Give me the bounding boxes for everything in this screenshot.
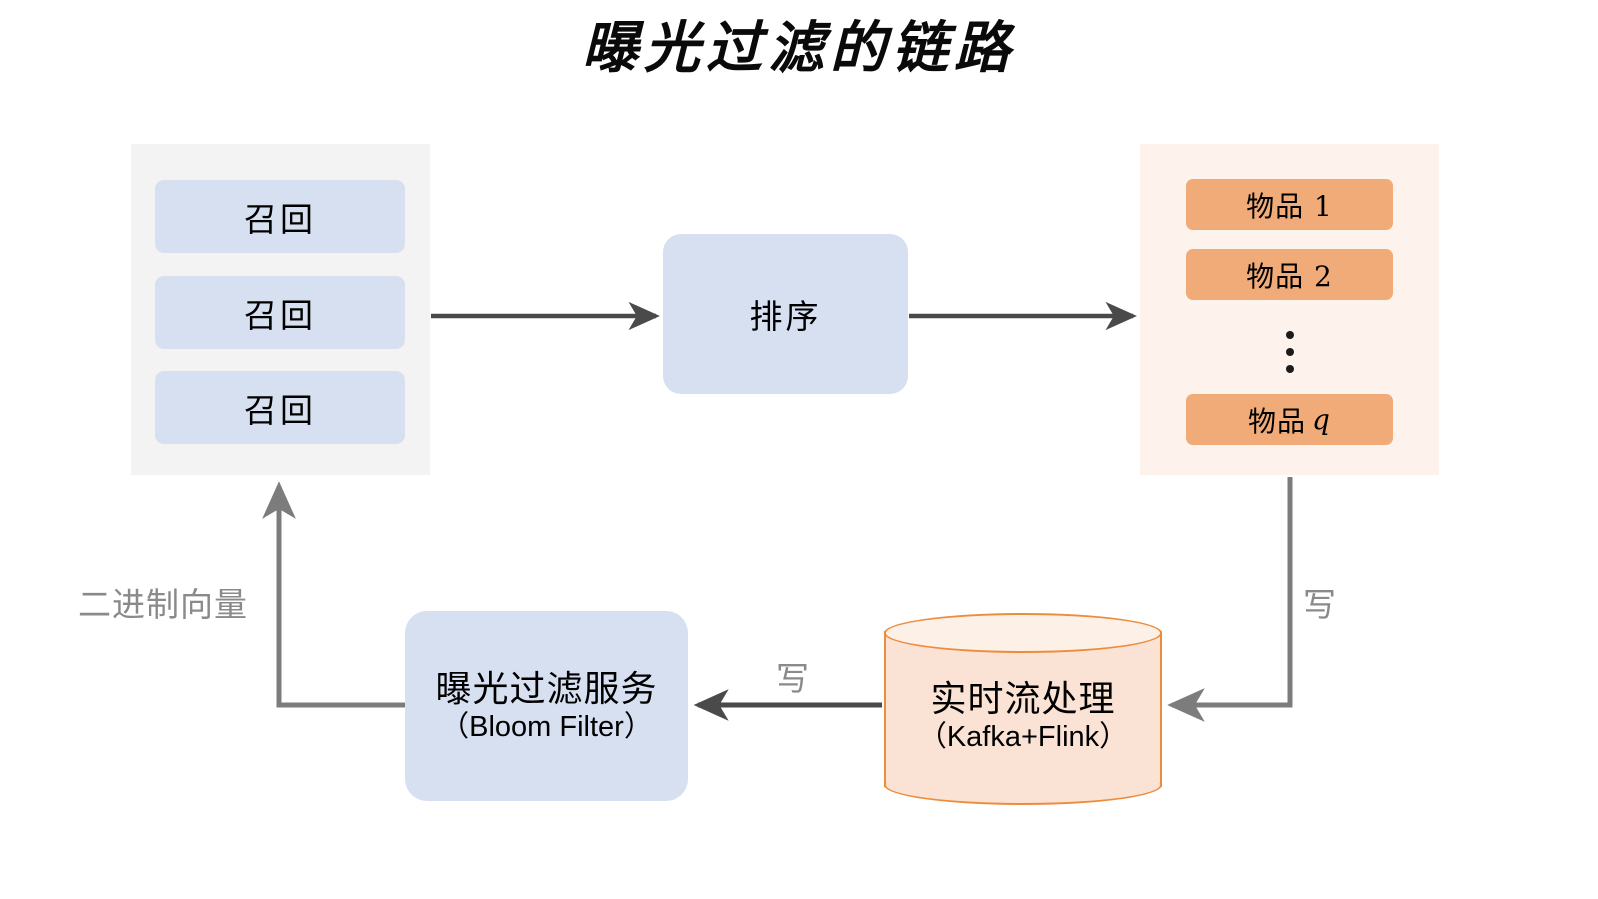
bloom-filter-subtitle: （Bloom Filter） bbox=[440, 710, 653, 743]
ellipsis-dot bbox=[1285, 348, 1294, 356]
cylinder-body bbox=[884, 631, 1162, 787]
edge-label-write-items-to-stream: 写 bbox=[1303, 586, 1336, 623]
recall-box-1[interactable]: 召回 bbox=[155, 180, 405, 253]
stream-title: 实时流处理 bbox=[930, 677, 1116, 719]
edge-label-write-stream-to-bloom: 写 bbox=[776, 660, 809, 697]
bloom-filter-service-node[interactable]: 曝光过滤服务 （Bloom Filter） bbox=[405, 611, 688, 801]
cylinder-label: 实时流处理 （Kafka+Flink） bbox=[884, 661, 1162, 771]
ranking-node[interactable]: 排序 bbox=[663, 234, 908, 394]
stream-subtitle: （Kafka+Flink） bbox=[917, 720, 1129, 753]
ellipsis-dot bbox=[1285, 331, 1294, 339]
vertical-ellipsis-icon bbox=[1186, 322, 1393, 382]
recall-box-3-label: 召回 bbox=[244, 391, 316, 429]
ellipsis-dot bbox=[1285, 365, 1294, 373]
recall-box-3[interactable]: 召回 bbox=[155, 371, 405, 444]
item-box-q-prefix: 物品 bbox=[1248, 404, 1307, 438]
arrow-bloom-to-recall bbox=[262, 481, 405, 708]
cylinder-top-ellipse bbox=[884, 613, 1162, 653]
bloom-filter-title: 曝光过滤服务 bbox=[435, 667, 658, 709]
arrow-items-to-stream bbox=[1167, 477, 1293, 722]
ranking-node-label: 排序 bbox=[749, 298, 822, 335]
page-title: 曝光过滤的链路 bbox=[582, 15, 1016, 81]
recall-box-2-label: 召回 bbox=[244, 296, 316, 334]
recall-box-2[interactable]: 召回 bbox=[155, 276, 405, 349]
recall-box-1-label: 召回 bbox=[244, 200, 316, 238]
item-box-q-index: q bbox=[1312, 403, 1331, 436]
item-box-2[interactable]: 物品 2 bbox=[1186, 249, 1393, 300]
edge-label-binary-vector: 二进制向量 bbox=[78, 586, 248, 623]
item-box-2-label: 物品 2 bbox=[1246, 259, 1333, 293]
stream-processing-cylinder[interactable]: 实时流处理 （Kafka+Flink） bbox=[884, 613, 1162, 805]
item-box-1-label: 物品 1 bbox=[1246, 189, 1333, 223]
item-box-q[interactable]: 物品 q bbox=[1186, 394, 1393, 445]
item-box-1[interactable]: 物品 1 bbox=[1186, 179, 1393, 230]
